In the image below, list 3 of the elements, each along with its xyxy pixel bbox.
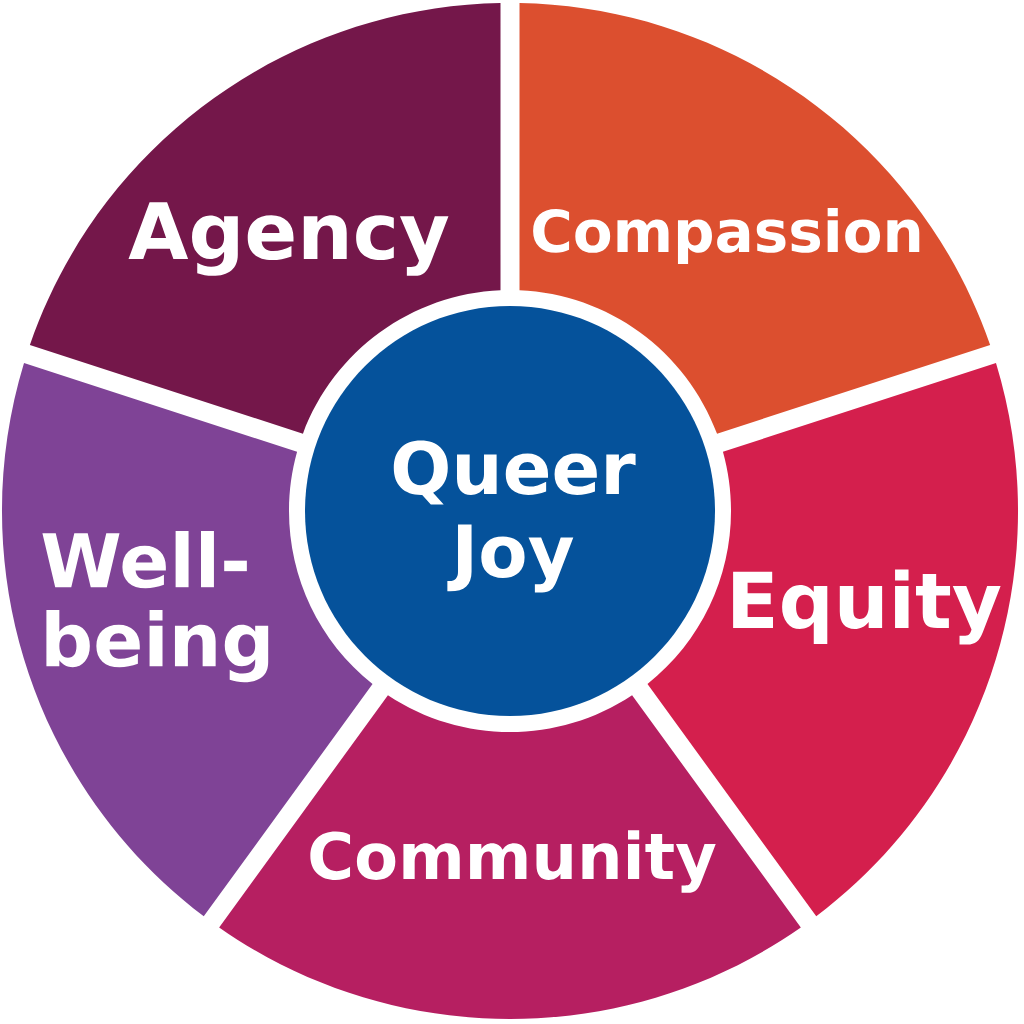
wheel-segment: Agency [29,3,501,434]
wheel-segment: Community [219,695,801,1019]
wheel-segment: Compassion [519,3,991,434]
